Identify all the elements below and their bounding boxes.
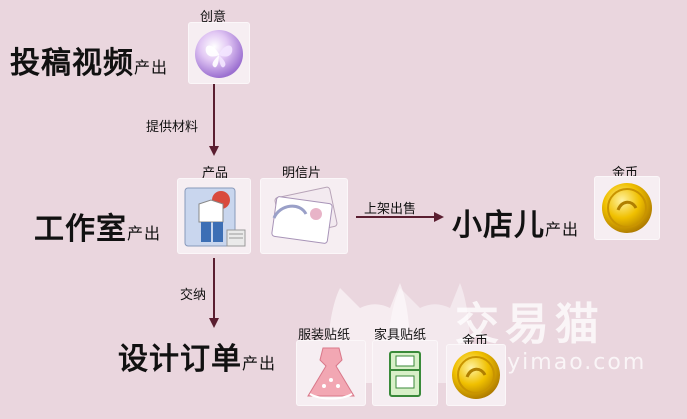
postcard-label: 明信片	[282, 166, 322, 181]
coin-design-tile	[446, 344, 506, 406]
clothes-sticker-label: 服装贴纸	[298, 328, 351, 343]
node-video: 投稿视频产出	[10, 38, 168, 82]
node-studio-label: 工作室	[34, 212, 127, 247]
clothes-sticker-tile	[296, 340, 366, 406]
furniture-sticker-tile	[372, 340, 438, 406]
node-studio-suffix: 产出	[127, 224, 162, 243]
cabinet-icon	[389, 351, 421, 397]
watermark-brand: 交易猫	[455, 299, 605, 350]
edge-label-studio-to-shop: 上架出售	[364, 202, 417, 217]
edge-label-studio-to-design: 交纳	[180, 288, 207, 303]
node-shop: 小店儿产出	[452, 200, 579, 244]
postcard-tile	[260, 178, 348, 254]
node-design-label: 设计订单	[118, 342, 242, 377]
node-design: 设计订单产出	[118, 334, 276, 378]
product-label: 产品	[202, 166, 229, 181]
node-video-suffix: 产出	[134, 58, 169, 77]
postcard-icon	[271, 186, 338, 244]
dress-icon	[307, 347, 355, 400]
node-shop-suffix: 产出	[545, 220, 580, 239]
creativity-tile	[188, 22, 250, 84]
product-tile	[177, 178, 251, 254]
furniture-sticker-label: 家具贴纸	[374, 328, 427, 343]
gold-coin-icon	[602, 183, 652, 233]
butterfly-orb-icon	[195, 30, 243, 78]
gold-coin-icon	[452, 351, 500, 399]
node-video-label: 投稿视频	[10, 46, 134, 81]
coin-shop-tile	[594, 176, 660, 240]
node-design-suffix: 产出	[242, 354, 277, 373]
node-shop-label: 小店儿	[452, 208, 545, 243]
edge-label-video-to-studio: 提供材料	[146, 120, 199, 135]
outfit-icon	[184, 187, 246, 247]
creativity-label: 创意	[200, 10, 227, 25]
node-studio: 工作室产出	[34, 204, 161, 248]
